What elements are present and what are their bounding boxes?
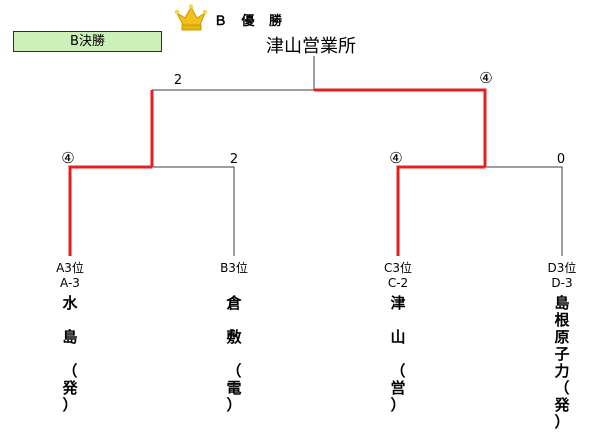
semi-1-left-score: ④ xyxy=(61,149,75,167)
team-rank: A3位 xyxy=(56,261,84,275)
final-right-arm xyxy=(314,88,487,167)
team-code: C-2 xyxy=(387,276,409,290)
team-name: 水​ 島​ （発 ） xyxy=(62,294,78,414)
crown-icon xyxy=(174,4,208,31)
team-code: D-3 xyxy=(551,276,573,290)
team-rank: C3位 xyxy=(383,261,412,275)
semi-2-left-score: ④ xyxy=(389,149,403,167)
semi-2-right-score: 0 xyxy=(556,152,566,167)
team-rank: B3位 xyxy=(220,261,248,275)
final-right-score: ④ xyxy=(479,69,493,87)
team-code: A-3 xyxy=(60,276,80,290)
team-rank: D3位 xyxy=(547,261,577,275)
team-name: 津​ 山​ （営 ） xyxy=(390,294,406,414)
champion-label: Ｂ 優 勝 xyxy=(214,14,288,29)
champion-name: 津山営業所 xyxy=(266,36,356,57)
team-name: 島根 原子 力（ 発） xyxy=(554,294,570,431)
team-name: 倉​ 敷​ （電 ） xyxy=(226,294,242,414)
semi-1-right-arm xyxy=(152,166,235,256)
final-left-score: 2 xyxy=(173,73,183,88)
semi-1-winner-path xyxy=(68,165,152,256)
semi-2-right-arm xyxy=(485,166,563,256)
stage-badge: B決勝 xyxy=(13,31,162,52)
semi-2-winner-path xyxy=(396,165,485,256)
semi-1-right-score: 2 xyxy=(229,152,239,167)
